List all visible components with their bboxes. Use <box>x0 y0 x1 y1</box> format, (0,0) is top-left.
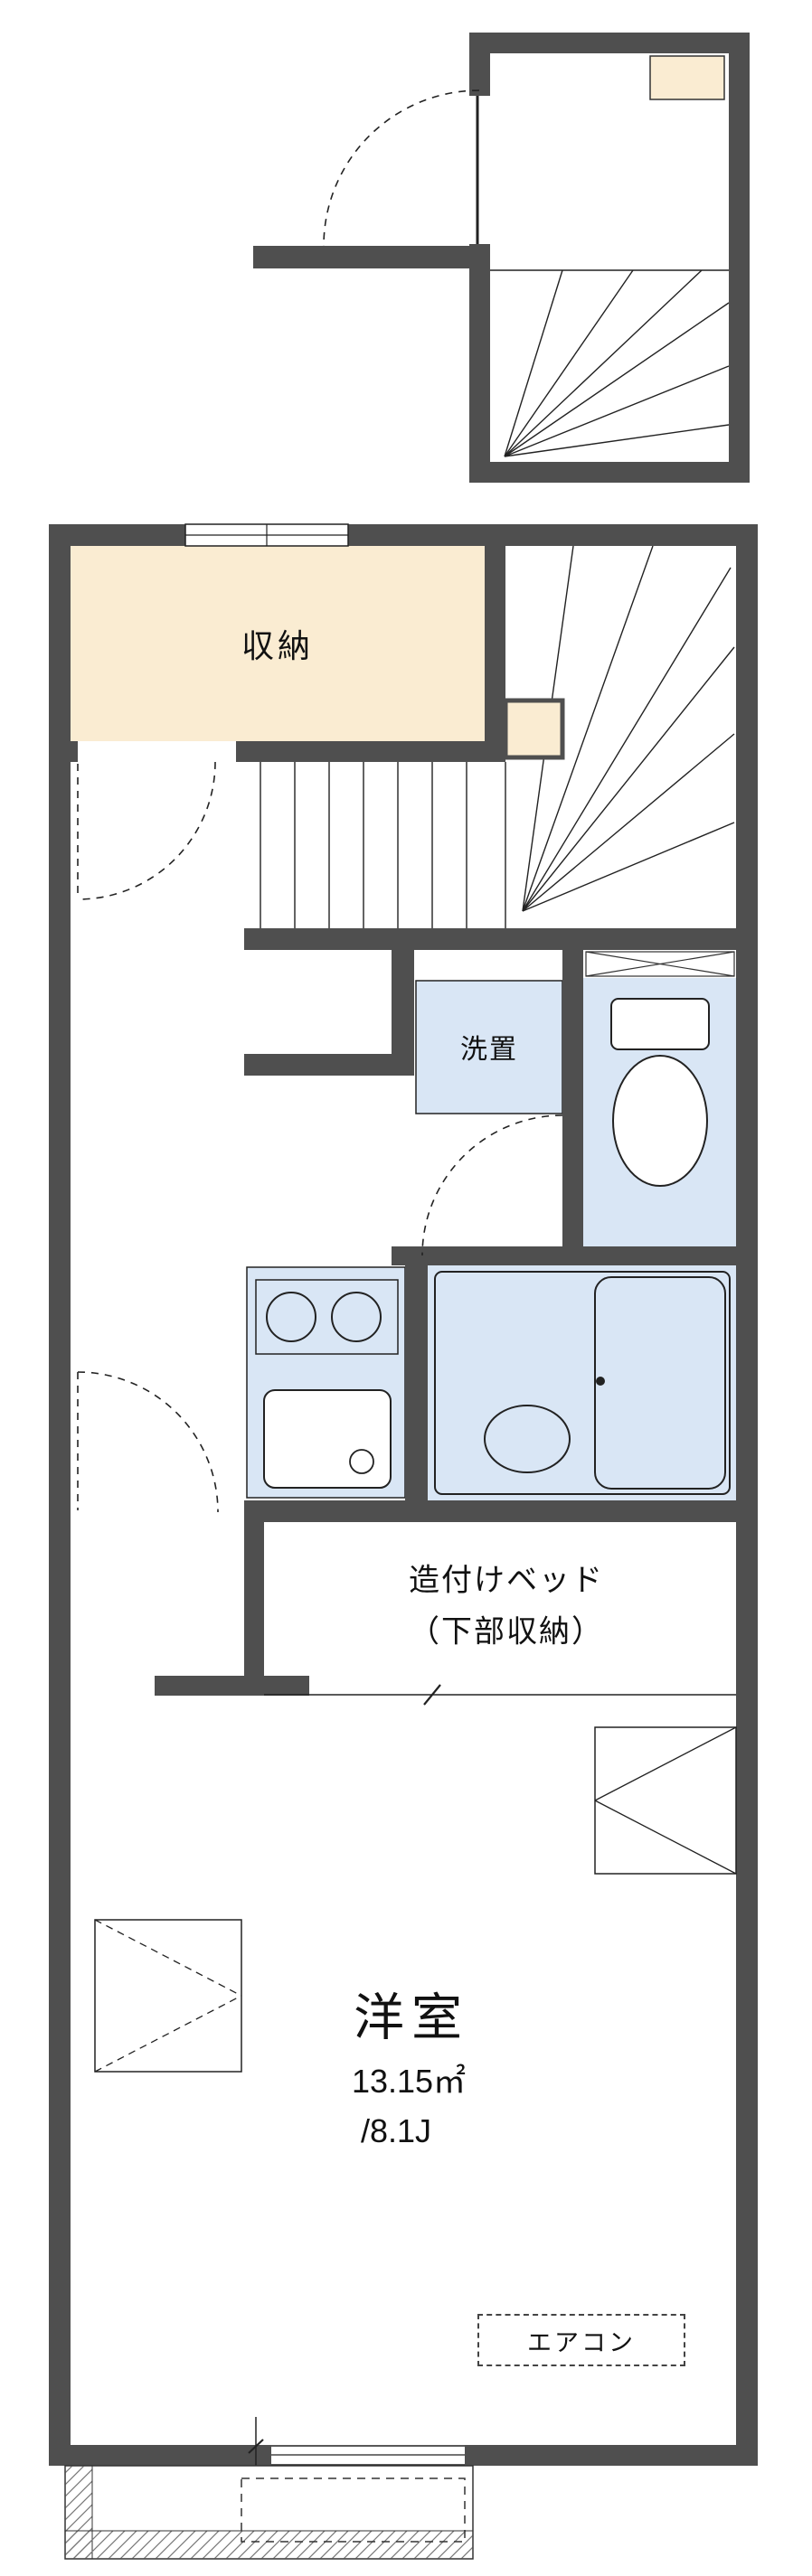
walls <box>49 33 758 2466</box>
bathroom-fill <box>428 1265 736 1500</box>
stair-post <box>503 698 565 760</box>
room-area-label: 13.15㎡ <box>351 2063 467 2100</box>
furniture-box <box>94 1919 242 2073</box>
bathtub-icon <box>594 1276 726 1490</box>
washroom-door-arc <box>421 1114 563 1256</box>
kitchen-area <box>255 1279 399 1489</box>
storage-room-fill <box>71 546 485 741</box>
western-room-features <box>94 1726 737 2073</box>
washer-label: 洗置 <box>460 1035 518 1065</box>
burner-icon <box>266 1292 316 1342</box>
washer-space <box>415 980 563 1114</box>
wash-basin-icon <box>484 1405 571 1473</box>
toilet-tank-icon <box>610 998 710 1050</box>
tub-handle-icon <box>596 1377 605 1386</box>
dimension-tick <box>423 1684 441 1706</box>
main-staircase <box>260 545 735 928</box>
dimension-tick <box>248 2439 264 2454</box>
storage-label: 収納 <box>241 627 315 664</box>
sink-icon <box>263 1389 392 1489</box>
balcony-hatch-bottom <box>64 2530 474 2560</box>
balcony <box>64 2465 474 2560</box>
aircon-label: エアコン <box>527 2328 636 2356</box>
burner-icon <box>331 1292 382 1342</box>
toilet-bowl-icon <box>612 1055 708 1187</box>
stove-unit <box>255 1279 399 1355</box>
toilet-area <box>585 951 735 1187</box>
balcony-dashed-zone <box>241 2477 466 2543</box>
room-door-arc <box>77 1371 219 1513</box>
room-tatami-label: /8.1J <box>360 2112 432 2149</box>
bed-label-line2: （下部収納） <box>409 1614 604 1650</box>
openings <box>184 523 465 2466</box>
aircon-box: エアコン <box>477 2314 685 2366</box>
upper-structure-stairs <box>490 269 730 457</box>
bed-area-lines <box>264 1684 736 1706</box>
closet-box <box>594 1726 737 1875</box>
upper-structure-cabinet <box>649 55 725 100</box>
room-name-label: 洋室 <box>354 1988 469 2046</box>
unit-bath-outline <box>434 1271 731 1495</box>
door-swings <box>77 89 563 1513</box>
bathroom-area <box>434 1271 731 1495</box>
entrance-door-arc <box>323 89 480 247</box>
bed-label-line1: 造付けベッド <box>409 1563 604 1598</box>
sink-drain-icon <box>349 1449 374 1474</box>
hall-door-arc <box>77 761 216 900</box>
